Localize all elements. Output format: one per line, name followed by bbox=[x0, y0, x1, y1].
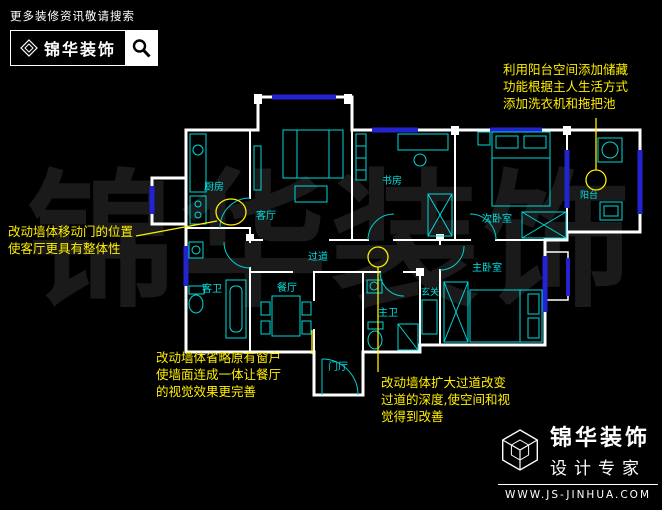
room-label-guest-bath: 客卫 bbox=[202, 282, 222, 295]
footer-row: 锦华装饰 设计专家 bbox=[498, 420, 658, 479]
guest-bath-door-arc bbox=[223, 241, 251, 269]
header: 更多装修资讯敬请搜索 锦华装饰 bbox=[10, 8, 159, 66]
pillow bbox=[495, 135, 519, 149]
room-label-corridor: 过道 bbox=[308, 250, 328, 263]
highlights bbox=[135, 118, 607, 372]
brand-diamond-icon bbox=[20, 39, 38, 57]
annotation-line: 使墙面连成一体让餐厅 bbox=[156, 367, 282, 382]
chair bbox=[301, 320, 312, 335]
sofa-set bbox=[253, 129, 344, 203]
room-label-kitchen: 厨房 bbox=[204, 180, 224, 193]
tv-cabinet bbox=[253, 145, 262, 191]
chair bbox=[301, 301, 312, 316]
search-button[interactable] bbox=[125, 31, 158, 65]
coffee-table bbox=[294, 185, 328, 203]
wardrobe bbox=[443, 281, 469, 343]
annotation-line: 利用阳台空间添加储藏 bbox=[503, 62, 629, 77]
guest-bath-fixtures bbox=[188, 241, 247, 339]
annotation-line: 觉得到改善 bbox=[381, 409, 444, 424]
chair bbox=[260, 320, 271, 335]
columns bbox=[246, 94, 571, 276]
footer-website: WWW.JS-JINHUA.COM bbox=[504, 489, 652, 501]
brand-cube-icon bbox=[501, 428, 538, 471]
balcony-window bbox=[637, 150, 643, 214]
master-bath-fixtures bbox=[366, 279, 419, 351]
toilet bbox=[188, 294, 204, 314]
chair bbox=[413, 153, 427, 167]
pillow bbox=[527, 317, 540, 339]
chair bbox=[260, 301, 271, 316]
balcony-fixtures bbox=[597, 137, 623, 221]
annotation-line: 过道的深度,使空间和视 bbox=[381, 392, 510, 407]
annotation-line: 的视觉效果更完善 bbox=[156, 384, 257, 399]
search-hint-text: 更多装修资讯敬请搜索 bbox=[10, 9, 135, 23]
mop-pool bbox=[599, 201, 623, 221]
footer-tagline: 设计专家 bbox=[550, 459, 646, 479]
footer-texts: 锦华装饰 设计专家 bbox=[550, 420, 650, 479]
entry-door-arc bbox=[321, 358, 359, 396]
annotation-line: 使客厅更具有整体性 bbox=[8, 241, 121, 256]
pillow bbox=[523, 135, 547, 149]
study-door-arc bbox=[367, 213, 395, 241]
room-label-second-bedroom: 次卧室 bbox=[482, 212, 512, 225]
cabinet bbox=[427, 193, 453, 237]
room-label-dining: 餐厅 bbox=[277, 281, 297, 294]
windows bbox=[149, 94, 643, 312]
nightstand bbox=[477, 131, 491, 146]
footer-brand-block: 锦华装饰 设计专家 WWW.JS-JINHUA.COM bbox=[498, 420, 658, 501]
second-bedroom-bed bbox=[477, 131, 567, 239]
annotation-dining: 改动墙体省略原有窗户 使墙面连成一体让餐厅 的视觉效果更完善 bbox=[156, 349, 281, 400]
toilet bbox=[367, 330, 383, 350]
annotation-line: 功能根据主人生活方式 bbox=[503, 79, 629, 94]
room-label-master-bath: 主卫 bbox=[378, 307, 398, 319]
bookshelf bbox=[355, 133, 367, 181]
pillow bbox=[527, 293, 540, 315]
annotation-living: 改动墙体移动门的位置 使客厅更具有整体性 bbox=[8, 223, 133, 257]
master-bath-door-arc bbox=[379, 271, 405, 297]
study-furniture bbox=[355, 133, 453, 237]
highlight-circle-balcony bbox=[585, 169, 607, 191]
room-label-entry-hall: 门厅 bbox=[328, 360, 348, 373]
footer-divider bbox=[498, 484, 658, 485]
annotation-line: 改动墙体移动门的位置 bbox=[8, 224, 134, 239]
annotation-line: 改动墙体省略原有窗户 bbox=[156, 350, 282, 365]
kitchen-counter bbox=[189, 133, 207, 225]
footer-brand-name: 锦华装饰 bbox=[550, 426, 651, 451]
shower bbox=[397, 323, 419, 351]
room-label-study: 书房 bbox=[382, 174, 402, 187]
brand-logo-bar: 锦华装饰 bbox=[10, 30, 159, 66]
room-label-master-bedroom: 主卧室 bbox=[472, 261, 502, 274]
room-label-foyer: 玄关 bbox=[421, 286, 439, 298]
annotation-line: 改动墙体扩大过道改变 bbox=[381, 375, 507, 390]
highlight-circle-living-door bbox=[215, 198, 247, 226]
annotation-line: 添加洗衣机和拖把池 bbox=[503, 96, 616, 111]
furniture bbox=[188, 129, 623, 351]
dining-table bbox=[260, 295, 312, 337]
ac-ledge bbox=[545, 251, 569, 301]
room-label-living: 客厅 bbox=[256, 209, 276, 222]
brand-cell: 锦华装饰 bbox=[11, 31, 125, 65]
shoe-cabinet bbox=[421, 299, 438, 335]
room-label-balcony: 阳台 bbox=[580, 189, 598, 201]
room-labels: 厨房 客厅 书房 次卧室 阳台 过道 客卫 餐厅 主卫 玄关 主卧室 门厅 bbox=[202, 174, 598, 373]
desk bbox=[397, 133, 449, 151]
wardrobe bbox=[521, 211, 567, 239]
kitchen-bay-wall bbox=[150, 176, 188, 226]
bathtub bbox=[225, 279, 247, 339]
search-icon bbox=[132, 39, 151, 58]
brand-name: 锦华装饰 bbox=[44, 40, 117, 59]
second-bedroom-door-arc bbox=[469, 213, 497, 241]
doors bbox=[219, 197, 497, 396]
master-bedroom-bed bbox=[443, 281, 543, 343]
annotation-corridor: 改动墙体扩大过道改变 过道的深度,使空间和视 觉得到改善 bbox=[381, 374, 510, 425]
highlight-circle-corridor bbox=[367, 246, 389, 268]
master-bedroom-door-arc bbox=[439, 245, 465, 271]
leader-line-living bbox=[135, 220, 218, 237]
washing-machine bbox=[597, 137, 623, 163]
kitchen-door-arc bbox=[219, 197, 251, 229]
annotation-balcony: 利用阳台空间添加储藏 功能根据主人生活方式 添加洗衣机和拖把池 bbox=[503, 61, 628, 112]
